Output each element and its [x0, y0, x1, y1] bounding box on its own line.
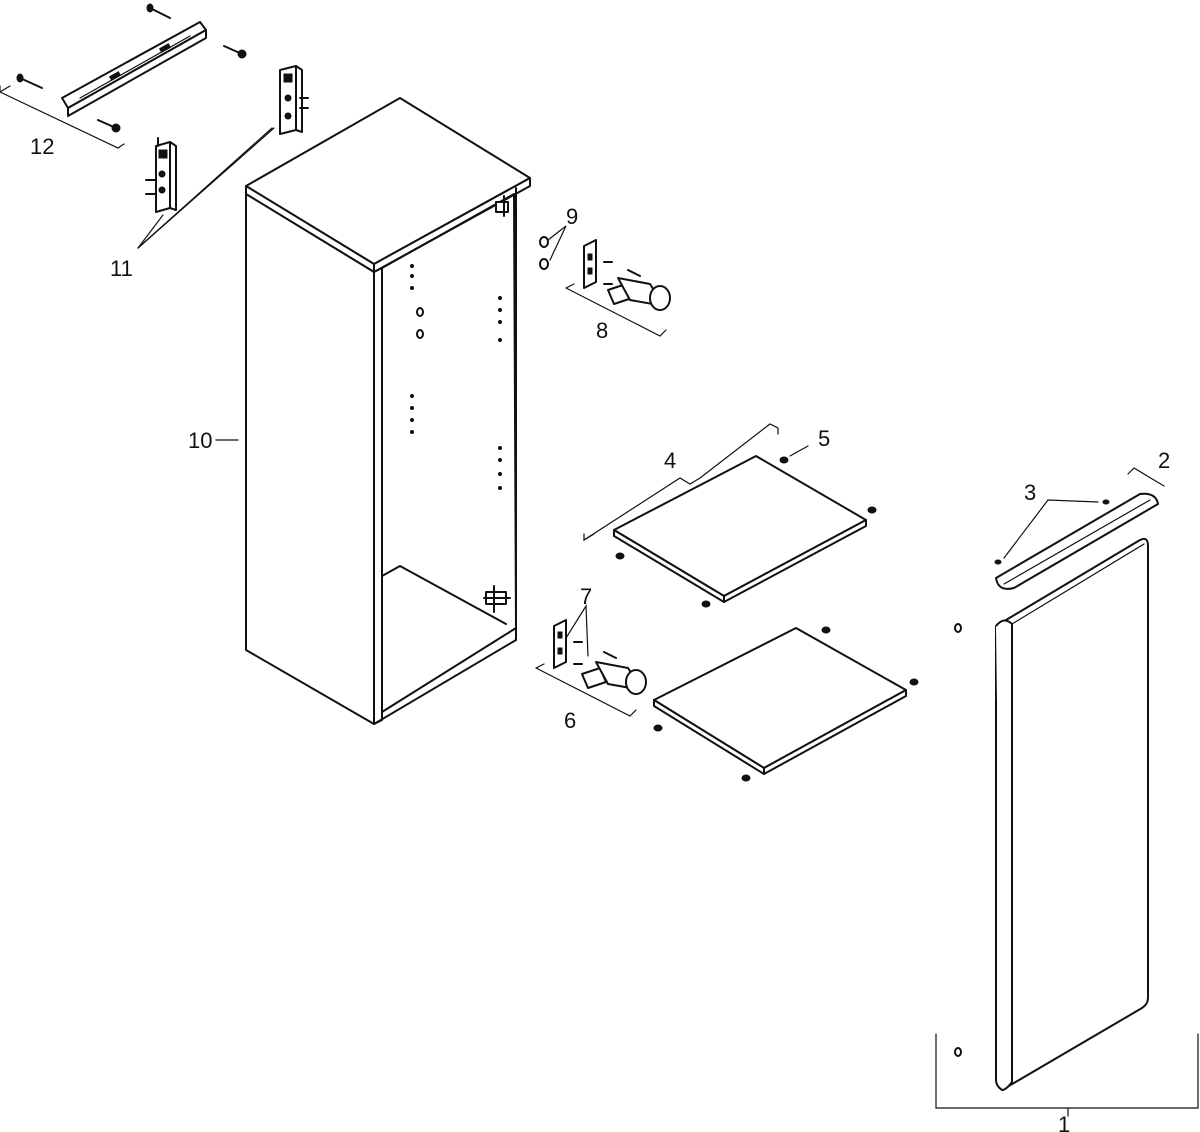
part-7-screws-pointer: [565, 604, 589, 657]
callout-6: 6: [564, 708, 576, 733]
screw-icon: [16, 73, 43, 89]
part-4-shelf-upper: [583, 423, 877, 608]
shelf-pin-holes: [410, 264, 502, 490]
shelf-pin-icon: [701, 600, 711, 608]
hinge-mount-icon: [483, 585, 511, 613]
hinge-pin-icon: [954, 623, 962, 633]
shelf-pin-icon: [741, 774, 751, 782]
screw-icon: [223, 45, 247, 59]
callout-8: 8: [596, 318, 608, 343]
hinge-mount-icon: [495, 195, 509, 217]
shelf-pin-icon: [615, 552, 625, 560]
shelf-pin-icon: [779, 456, 789, 464]
part-1-door-panel: [935, 537, 1199, 1117]
bracket-icon: [279, 65, 309, 135]
part-10-cabinet-body: [215, 97, 531, 725]
part-9-washers: [539, 225, 567, 270]
screw-icon: [146, 3, 171, 19]
callout-2: 2: [1158, 448, 1170, 473]
part-3-handle-screws: [994, 499, 1110, 565]
callout-10: 10: [188, 428, 212, 453]
part-11-hanging-brackets: [137, 65, 309, 249]
part-12-wall-rail: [0, 3, 247, 149]
shelf-pin-icon: [653, 724, 663, 732]
shelf-pin-icon: [821, 626, 831, 634]
callout-7: 7: [580, 584, 592, 609]
callout-11: 11: [110, 256, 133, 281]
callout-5: 5: [818, 426, 830, 451]
hinge-pin-icon: [954, 1047, 962, 1057]
shelf-pin-icon: [909, 678, 919, 686]
callout-4: 4: [664, 448, 676, 473]
screw-icon: [994, 559, 1002, 565]
bracket-icon: [145, 137, 177, 213]
part-2-door-handle: [995, 467, 1165, 590]
callout-9: 9: [566, 204, 578, 229]
screw-icon: [97, 119, 121, 133]
part-6-hinge-set: [535, 619, 647, 717]
callout-3: 3: [1024, 480, 1036, 505]
callout-12: 12: [30, 134, 54, 159]
part-8-hinge-set: [565, 239, 671, 337]
shelf-lower: [653, 626, 919, 782]
shelf-pin-icon: [867, 506, 877, 514]
callout-1: 1: [1058, 1112, 1070, 1132]
screw-icon: [1102, 499, 1110, 505]
